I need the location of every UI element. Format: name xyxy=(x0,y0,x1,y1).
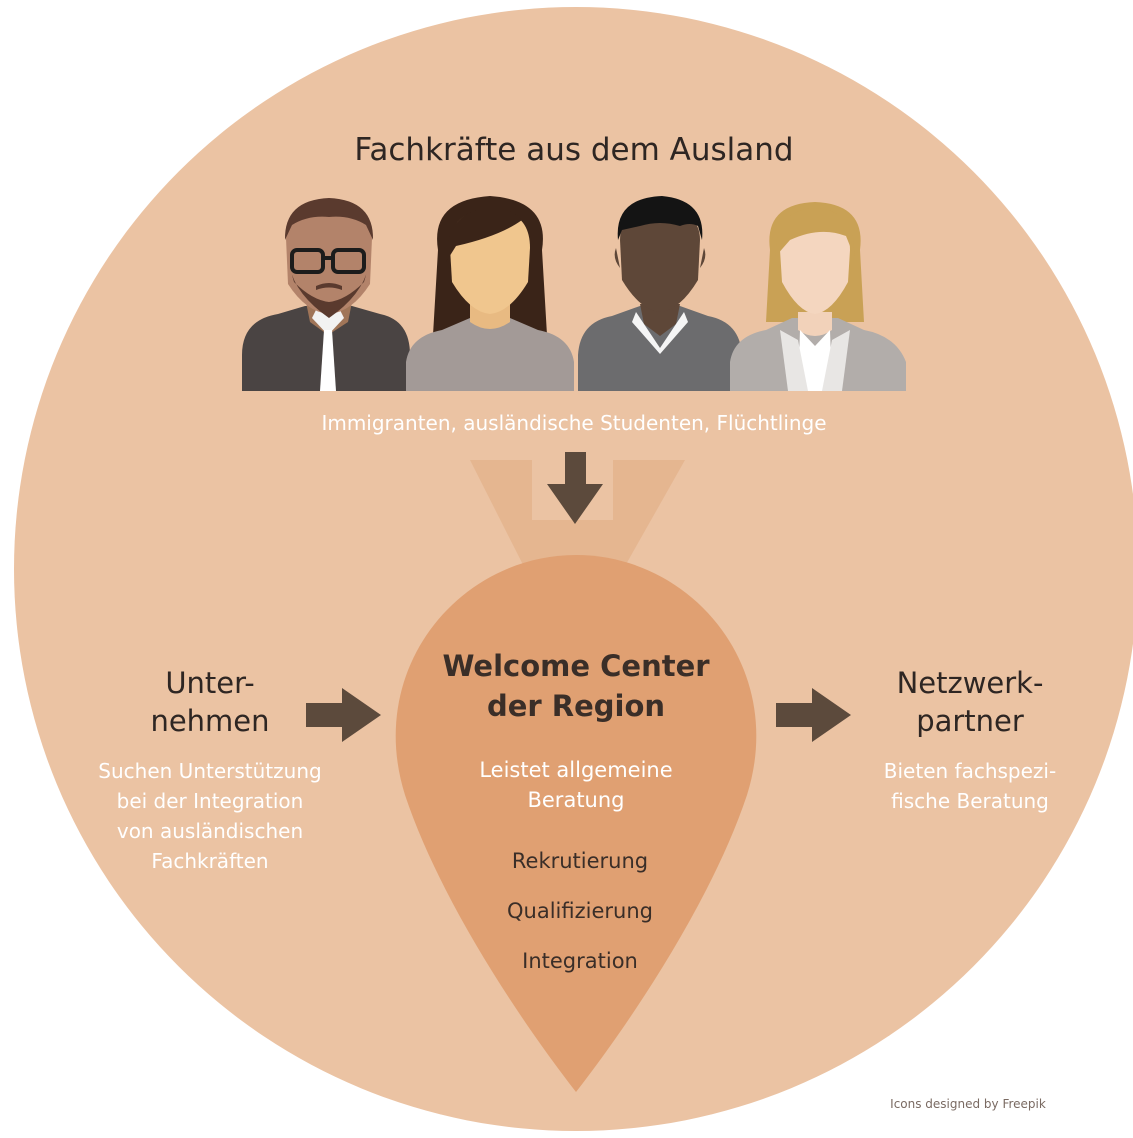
right-arrow-icon-right xyxy=(776,688,851,742)
left-desc-line-3: von ausländischen xyxy=(116,819,304,843)
right-title-line-2: partner xyxy=(916,704,1024,738)
right-desc-line-2: fische Beratung xyxy=(891,789,1049,813)
left-title-line-2: nehmen xyxy=(150,704,270,738)
center-subtitle-line-1: Leistet allgemeine xyxy=(479,758,673,782)
center-title: Welcome Center der Region xyxy=(400,646,752,726)
right-arrow-icon-left xyxy=(306,688,381,742)
man-with-glasses-and-beard-icon xyxy=(242,198,410,391)
funnel-arrow xyxy=(470,460,685,628)
people-caption: Immigranten, ausländische Studenten, Flü… xyxy=(321,411,827,435)
center-item-integration: Integration xyxy=(522,949,638,973)
left-desc-line-4: Fachkräften xyxy=(151,849,269,873)
left-title: Unter- nehmen xyxy=(110,664,310,740)
icon-credit: Icons designed by Freepik xyxy=(890,1097,1046,1111)
right-title: Netzwerk- partner xyxy=(860,664,1080,740)
center-subtitle-line-2: Beratung xyxy=(527,788,625,812)
center-title-line-2: der Region xyxy=(486,689,666,723)
left-title-line-1: Unter- xyxy=(165,666,255,700)
right-title-line-1: Netzwerk- xyxy=(896,666,1044,700)
center-item-rekrutierung: Rekrutierung xyxy=(511,849,649,873)
right-desc-line-1: Bieten fachspezi- xyxy=(883,759,1057,783)
center-title-line-1: Welcome Center xyxy=(442,649,710,683)
woman-with-blond-hair-icon xyxy=(730,202,906,391)
center-item-qualifizierung: Qualifizierung xyxy=(507,899,653,923)
left-description: Suchen Unterstützung bei der Integration… xyxy=(60,756,360,876)
page-title: Fachkräfte aus dem Ausland xyxy=(354,132,794,168)
location-pin-shape xyxy=(395,555,757,1092)
center-subtitle: Leistet allgemeine Beratung xyxy=(420,755,732,815)
down-arrow-icon xyxy=(547,452,603,524)
right-description: Bieten fachspezi- fische Beratung xyxy=(850,756,1090,816)
woman-with-long-dark-hair-icon xyxy=(406,196,574,391)
man-with-dark-skin-icon xyxy=(578,196,742,391)
left-desc-line-1: Suchen Unterstützung xyxy=(98,759,322,783)
left-desc-line-2: bei der Integration xyxy=(116,789,304,813)
